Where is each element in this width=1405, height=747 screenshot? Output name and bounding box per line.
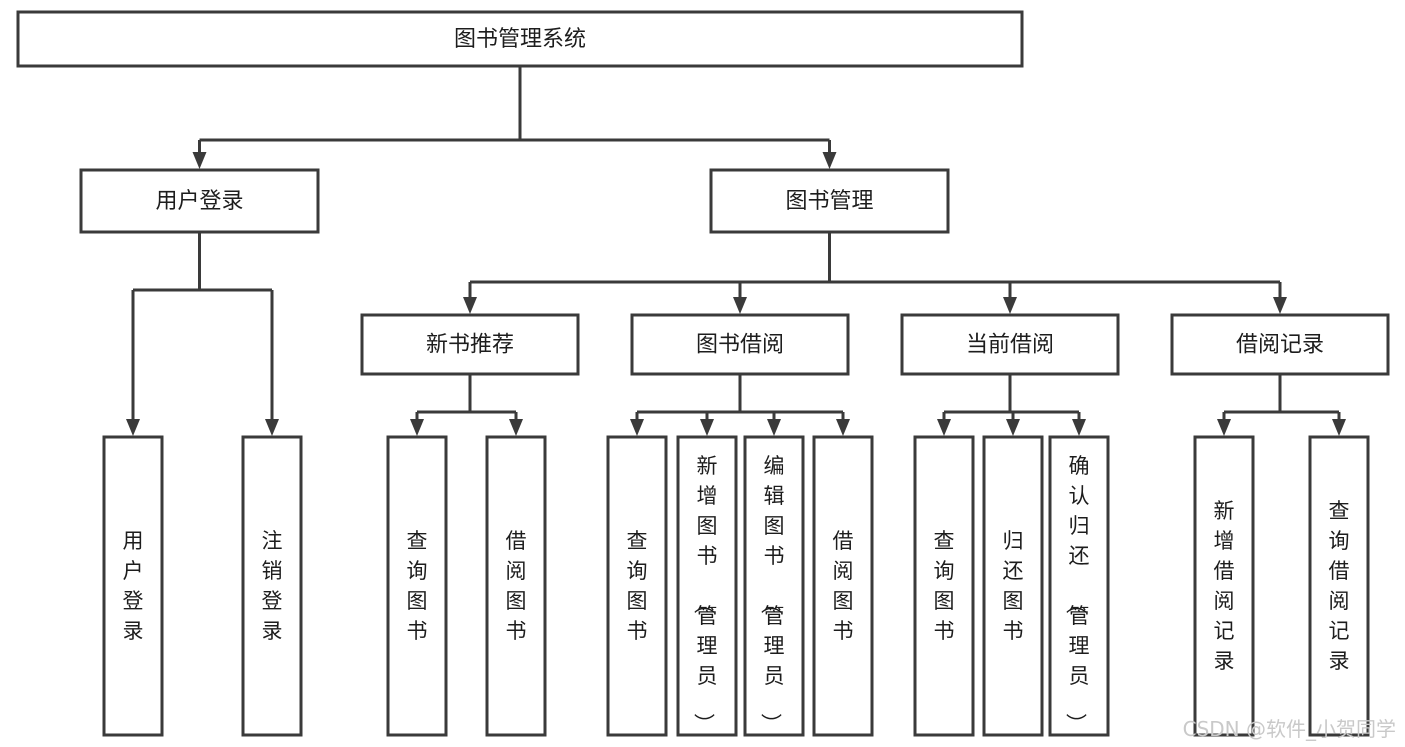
arrow-head-icon [700,419,714,436]
leaf-leaf-user-login[interactable]: 用户登录 [102,435,164,737]
connector-layer [126,66,1346,436]
node-box [709,168,950,234]
arrow-head-icon [822,152,837,169]
leaf-label: 新增借阅记录 [1214,499,1235,673]
node-box [630,313,850,376]
arrow-head-icon [1003,297,1017,314]
node-user-login[interactable]: 用户登录 [79,168,320,234]
leaf-box [913,435,975,737]
arrow-head-icon [836,419,850,436]
node-undefined[interactable]: 图书管理系统 [16,10,1024,68]
leaf-leaf-query-book-1[interactable]: 查询图书 [386,435,448,737]
leaf-leaf-add-record[interactable]: 新增借阅记录 [1193,435,1255,737]
leaf-box [485,435,547,737]
node-label: 图书借阅 [696,333,784,358]
arrow-head-icon [463,297,477,314]
leaf-box [812,435,874,737]
leaf-label: 归还图书 [1003,529,1024,643]
arrow-head-icon [937,419,951,436]
arrow-head-icon [767,419,781,436]
arrow-head-icon [192,152,207,169]
leaf-leaf-query-book-3[interactable]: 查询图书 [913,435,975,737]
leaf-label: 查询借阅记录 [1329,499,1350,673]
node-layer: 图书管理系统用户登录用户登录注销登录图书管理新书推荐查询图书借阅图书图书借阅查询… [16,10,1390,737]
leaf-label: 用户登录 [123,529,144,643]
leaf-label: 确认归还（管理员） [1064,454,1090,734]
leaf-label: 查询图书 [407,529,428,643]
node-borrow-records[interactable]: 借阅记录 [1170,313,1390,376]
leaf-box [1308,435,1370,737]
node-label: 用户登录 [155,189,243,214]
arrow-head-icon [410,419,424,436]
leaf-box [743,435,805,737]
leaf-label: 借阅图书 [506,529,527,643]
leaf-box [1193,435,1255,737]
leaf-box [982,435,1044,737]
node-label: 新书推荐 [426,333,514,358]
node-label: 借阅记录 [1236,333,1324,358]
arrow-head-icon [1217,419,1231,436]
arrow-head-icon [126,419,140,436]
leaf-label: 注销登录 [262,529,283,643]
leaf-box [606,435,668,737]
arrow-head-icon [1273,297,1287,314]
leaf-leaf-add-book[interactable]: 新增图书（管理员） [676,435,738,737]
arrow-head-icon [1072,419,1086,436]
arrow-head-icon [733,297,747,314]
arrow-head-icon [630,419,644,436]
node-book-management[interactable]: 图书管理 [709,168,950,234]
leaf-leaf-query-record[interactable]: 查询借阅记录 [1308,435,1370,737]
leaf-box [676,435,738,737]
arrow-head-icon [1332,419,1346,436]
leaf-leaf-user-logout[interactable]: 注销登录 [241,435,303,737]
node-new-book-recommend[interactable]: 新书推荐 [360,313,580,376]
node-box [16,10,1024,68]
leaf-label: 借阅图书 [833,529,854,643]
leaf-label: 编辑图书（管理员） [759,454,785,734]
node-label: 图书管理 [785,189,873,214]
node-label: 当前借阅 [966,333,1054,358]
leaf-leaf-borrow-book-2[interactable]: 借阅图书 [812,435,874,737]
leaf-leaf-edit-book[interactable]: 编辑图书（管理员） [743,435,805,737]
leaf-box [1048,435,1110,737]
leaf-leaf-query-book-2[interactable]: 查询图书 [606,435,668,737]
leaf-box [102,435,164,737]
node-box [360,313,580,376]
node-box [900,313,1120,376]
leaf-label: 查询图书 [627,529,648,643]
arrow-head-icon [509,419,523,436]
node-box [1170,313,1390,376]
leaf-box [241,435,303,737]
node-current-borrow[interactable]: 当前借阅 [900,313,1120,376]
leaf-leaf-return-book[interactable]: 归还图书 [982,435,1044,737]
leaf-box [386,435,448,737]
leaf-label: 新增图书（管理员） [692,454,718,734]
arrow-head-icon [1006,419,1020,436]
leaf-leaf-confirm-return[interactable]: 确认归还（管理员） [1048,435,1110,737]
leaf-label: 查询图书 [934,529,955,643]
node-book-borrow[interactable]: 图书借阅 [630,313,850,376]
csdn-watermark: CSDN @软件_小贺同学 [1183,717,1396,741]
arrow-head-icon [265,419,279,436]
node-box [79,168,320,234]
leaf-leaf-borrow-book-1[interactable]: 借阅图书 [485,435,547,737]
node-label: 图书管理系统 [454,27,586,52]
